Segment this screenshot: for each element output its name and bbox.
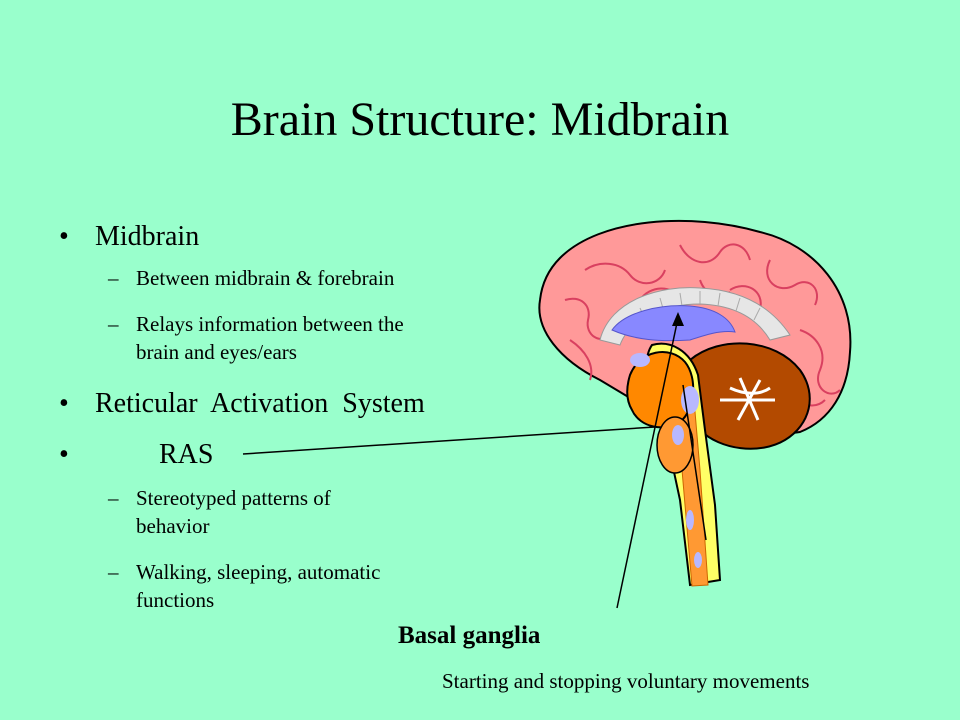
arrow-head <box>672 312 684 326</box>
sub-bullet: – Relays information between the <box>108 311 404 337</box>
arbor-vitae <box>720 377 775 421</box>
sub-dash: – <box>108 486 119 510</box>
bullet-dot: • <box>59 439 69 470</box>
sub-bullet-continuation: brain and eyes/ears <box>136 339 297 365</box>
sub-dash: – <box>108 560 119 584</box>
slide-title: Brain Structure: Midbrain <box>230 93 730 146</box>
basal-ganglia-description: Starting and stopping voluntary movement… <box>442 669 810 693</box>
sub-text: Walking, sleeping, automatic <box>136 560 381 584</box>
sub-text: functions <box>136 588 215 612</box>
bullet-reticular: • Reticular Activation System <box>59 388 425 420</box>
bullet-midbrain: • Midbrain <box>59 221 200 253</box>
pons <box>656 416 694 474</box>
bullet-text: Midbrain <box>95 221 200 252</box>
bullet-text: RAS <box>159 439 214 470</box>
sub-bullet-continuation: functions <box>136 587 214 613</box>
sub-text: brain and eyes/ears <box>136 340 297 364</box>
sub-text: Relays information between the <box>136 312 404 336</box>
lavender-spots <box>630 353 702 568</box>
sub-bullet: – Walking, sleeping, automatic <box>108 559 381 585</box>
sub-bullet: – Between midbrain & forebrain <box>108 265 395 291</box>
sub-dash: – <box>108 312 119 336</box>
bullet-dot: • <box>59 221 69 252</box>
sub-dash: – <box>108 266 119 290</box>
basal-ganglia-label: Basal ganglia <box>398 622 541 649</box>
sub-text: Stereotyped patterns of <box>136 486 331 510</box>
sub-text: behavior <box>136 514 210 538</box>
sub-bullet: – Stereotyped patterns of <box>108 485 331 511</box>
bullet-ras: • RAS <box>59 439 214 471</box>
sub-bullet-continuation: behavior <box>136 513 209 539</box>
leader-lines <box>242 317 707 609</box>
bullet-dot: • <box>59 388 69 419</box>
bullet-text: Reticular Activation System <box>95 388 425 419</box>
sub-text: Between midbrain & forebrain <box>136 266 395 290</box>
